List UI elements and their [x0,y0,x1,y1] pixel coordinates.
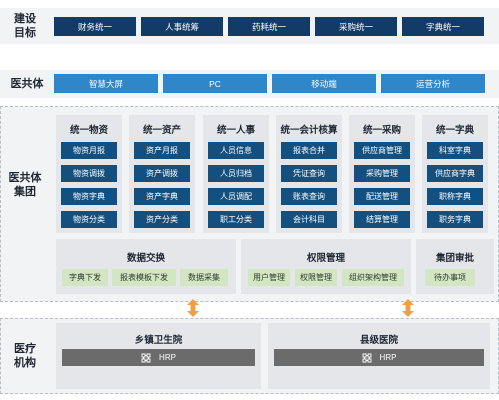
module-item: 职务字典 [427,211,483,228]
module-item: 资产调拨 [134,165,190,182]
module-item: 会计科目 [281,211,337,228]
goal-box: 人事统筹 [141,17,223,36]
module-item: 职工分类 [208,211,264,228]
hrp-system-bar: HRP [62,349,255,366]
up-down-arrow-right-icon [402,299,414,317]
goal-box: 采购统一 [315,17,397,36]
hrp-system-label: HRP [159,353,176,362]
module-column-title: 统一会计核算 [280,125,338,136]
platform-box: PC [163,74,267,93]
goal-box: 字典统一 [402,17,484,36]
module-item: 人员信息 [208,142,264,159]
goal-box: 财务统一 [54,17,136,36]
up-down-arrow-left-icon [187,299,199,317]
module-item: 资产月报 [134,142,190,159]
function-item: 待办事项 [425,269,475,286]
module-column-title: 统一物资 [69,125,108,136]
module-column-title: 统一字典 [435,125,474,136]
goal-box: 药耗统一 [228,17,310,36]
module-item: 配送管理 [354,188,410,205]
module-item: 采购管理 [354,165,410,182]
module-column-title: 统一人事 [216,125,255,136]
module-item: 资产字典 [134,188,190,205]
hospital-name: 乡镇卫生院 [134,335,183,346]
function-panel-title: 数据交换 [126,253,165,264]
module-item: 物资调拨 [61,165,117,182]
function-panel-title: 集团审批 [435,253,474,264]
function-item: 报表模板下发 [112,269,176,286]
function-item: 权限管理 [295,269,337,286]
hospital-name: 县级医院 [359,335,398,346]
module-item: 资产分类 [134,211,190,228]
function-item: 用户管理 [248,269,290,286]
platform-section-label: 医共体 [10,78,44,90]
module-item: 结算管理 [354,211,410,228]
hrp-system-label: HRP [379,353,397,362]
platform-box: 智慧大屏 [54,74,158,93]
module-item: 物资分类 [61,211,117,228]
module-item: 职称字典 [427,188,483,205]
module-item: 科室字典 [427,142,483,159]
function-panel-title: 权限管理 [306,253,345,264]
function-item: 字典下发 [62,269,108,286]
module-item: 人员归档 [208,165,264,182]
module-item: 物资月报 [61,142,117,159]
platform-box: 运营分析 [381,74,485,93]
module-item: 账表查询 [281,188,337,205]
platform-box: 移动端 [272,74,376,93]
group-section-label: 医共体 集团 [8,172,42,198]
module-item: 供应商字典 [427,165,483,182]
goals-section-label: 建设 目标 [14,13,36,39]
module-column-title: 统一资产 [142,125,181,136]
hrp-system-bar: HRP [274,349,484,366]
function-item: 数据采集 [180,269,228,286]
network-icon [362,353,371,362]
network-icon [141,353,151,362]
module-item: 供应商管理 [354,142,410,159]
module-column-title: 统一采购 [362,125,401,136]
module-item: 人员调配 [208,188,264,205]
institutions-section-label: 医疗 机构 [14,343,36,369]
module-item: 物资字典 [61,188,117,205]
function-item: 组织架构管理 [342,269,404,286]
module-item: 凭证查询 [281,165,337,182]
module-item: 报表合并 [281,142,337,159]
